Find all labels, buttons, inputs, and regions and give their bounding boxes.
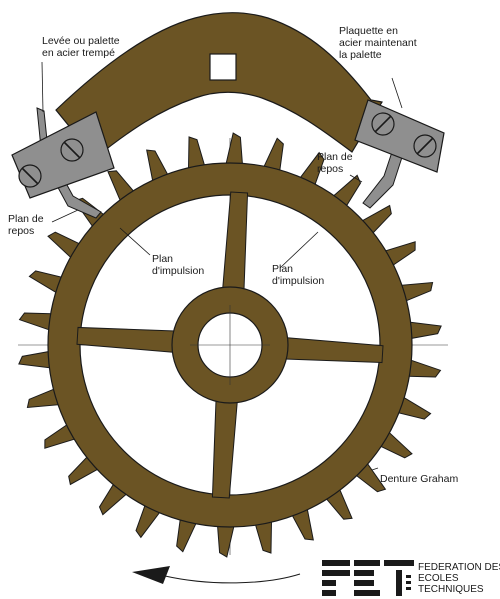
logo-line-1: FEDERATION DES [418,562,500,573]
arbor-square-hole [209,53,237,81]
escape-wheel [18,132,442,558]
logo-line-3: TECHNIQUES [418,584,484,595]
steel-plate-left [11,111,115,199]
label-plate-right: Plaquette en acier maintenant la palette [339,25,420,61]
screw-right-2 [413,134,437,158]
leader-lines [41,61,403,471]
steel-plate-right [354,99,445,173]
wheel-spokes [76,191,384,499]
fet-logo: FEDERATION DES ECOLES TECHNIQUES [322,560,500,596]
rotation-arrow [132,566,301,584]
logo-line-2: ECOLES [418,573,459,584]
label-impulse-left: Plan d'impulsion [152,253,204,277]
wheel-hub [76,191,384,499]
label-teeth: Denture Graham [380,473,458,485]
screw-left-1 [18,164,42,188]
anchor-body [55,12,383,159]
label-pallet-left: Levée ou palette en acier trempé [42,35,123,59]
screw-left-2 [60,138,84,162]
label-rest-right: Plan de repos [317,151,356,175]
label-impulse-right: Plan d'impulsion [272,263,324,287]
wheel-rim [47,162,413,528]
screw-right-1 [371,112,395,136]
label-rest-left: Plan de repos [8,213,47,237]
fet-logo-mark [322,560,414,596]
